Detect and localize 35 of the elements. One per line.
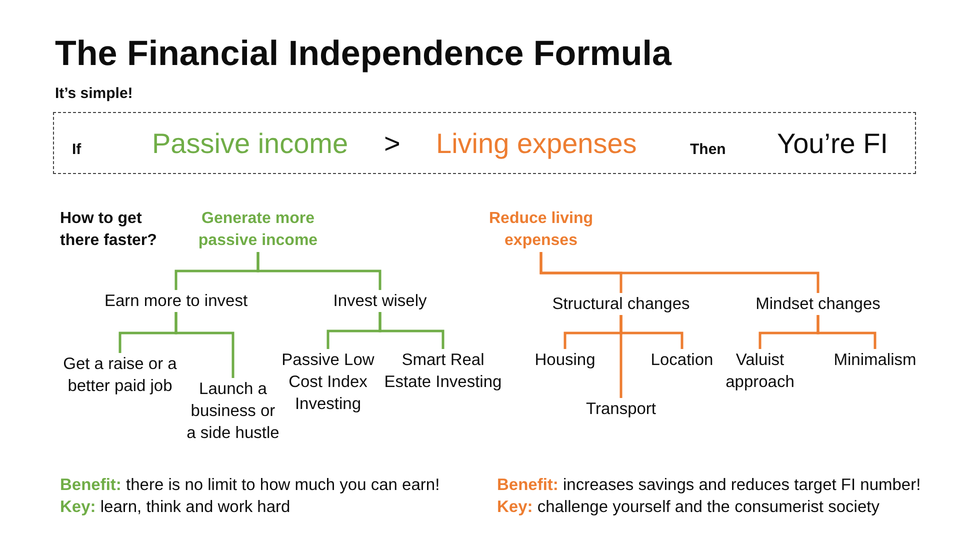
formula-box bbox=[53, 112, 916, 174]
option-label: Get a raise or a better paid job bbox=[60, 353, 180, 397]
page-title: The Financial Independence Formula bbox=[55, 33, 672, 75]
key-note: Key: learn, think and work hard bbox=[60, 497, 290, 518]
connector-line bbox=[378, 312, 444, 349]
connector-line bbox=[816, 315, 876, 349]
formula-term: Living expenses bbox=[436, 128, 637, 160]
comparison-sign: > bbox=[384, 128, 400, 160]
benefit-note: Benefit: there is no limit to how much you can earn! bbox=[60, 475, 440, 496]
formula-keyword: Then bbox=[690, 141, 726, 159]
benefit-note: Benefit: increases savings and reduces target FI number! bbox=[497, 475, 921, 496]
option-label: Location bbox=[650, 349, 714, 371]
option-label: Minimalism bbox=[834, 349, 916, 371]
result-text: You’re FI bbox=[777, 128, 888, 160]
question-heading: How to get there faster? bbox=[60, 209, 158, 251]
key-note: Key: challenge yourself and the consumerist society bbox=[497, 497, 880, 518]
option-label: Housing bbox=[534, 349, 596, 371]
subtitle: It’s simple! bbox=[55, 85, 133, 103]
goal-heading: Reduce living expenses bbox=[484, 208, 598, 252]
connector-line bbox=[256, 252, 382, 290]
option-label: Launch a business or a side hustle bbox=[186, 378, 280, 444]
connector-line bbox=[540, 252, 820, 293]
option-label: Transport bbox=[586, 398, 656, 420]
connector-line bbox=[174, 312, 234, 378]
connector-line bbox=[620, 315, 684, 349]
option-label: Valuist approach bbox=[718, 349, 802, 393]
option-label: Passive Low Cost Index Investing bbox=[280, 349, 376, 415]
branch-label: Earn more to invest bbox=[104, 290, 248, 312]
formula-keyword: If bbox=[72, 141, 82, 159]
branch-label: Structural changes bbox=[552, 293, 690, 315]
goal-heading: Generate more passive income bbox=[193, 208, 323, 252]
branch-label: Invest wisely bbox=[333, 290, 427, 312]
option-label: Smart Real Estate Investing bbox=[380, 349, 506, 393]
formula-term: Passive income bbox=[152, 128, 348, 160]
branch-label: Mindset changes bbox=[756, 293, 880, 315]
